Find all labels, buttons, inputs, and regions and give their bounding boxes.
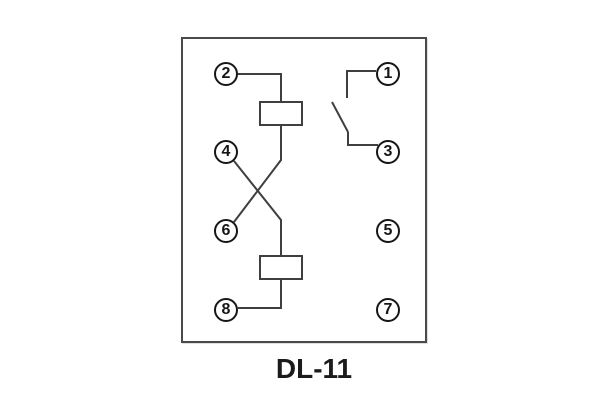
terminal-5: 5 [376, 219, 400, 243]
coil-2 [259, 255, 303, 280]
terminal-3: 3 [376, 140, 400, 164]
terminal-2-label: 2 [221, 65, 231, 82]
terminal-8: 8 [214, 298, 238, 322]
terminal-7: 7 [376, 298, 400, 322]
terminal-4-label: 4 [221, 143, 231, 160]
wire-terminal4-to-coil2-crossed [233, 160, 282, 256]
relay-outline-box [181, 37, 427, 343]
model-label: DL-11 [275, 353, 353, 384]
terminal-1-label: 1 [383, 65, 393, 82]
terminal-6-label: 6 [221, 222, 231, 239]
terminal-7-label: 7 [383, 301, 393, 318]
wire-terminal2-to-coil1 [238, 73, 282, 102]
wire-coil1-to-terminal6-crossed [233, 125, 282, 223]
wire-coil2-to-terminal8 [238, 279, 282, 309]
terminal-6: 6 [214, 219, 238, 243]
wire-terminal1-to-contact [346, 70, 376, 98]
terminal-2: 2 [214, 62, 238, 86]
wire-contact-to-terminal3 [347, 132, 378, 146]
terminal-3-label: 3 [383, 143, 393, 160]
contact-blade-open-switch [331, 101, 349, 133]
coil-1 [259, 101, 303, 126]
terminal-5-label: 5 [383, 222, 393, 239]
terminal-1: 1 [376, 62, 400, 86]
terminal-4: 4 [214, 140, 238, 164]
terminal-8-label: 8 [221, 301, 231, 318]
